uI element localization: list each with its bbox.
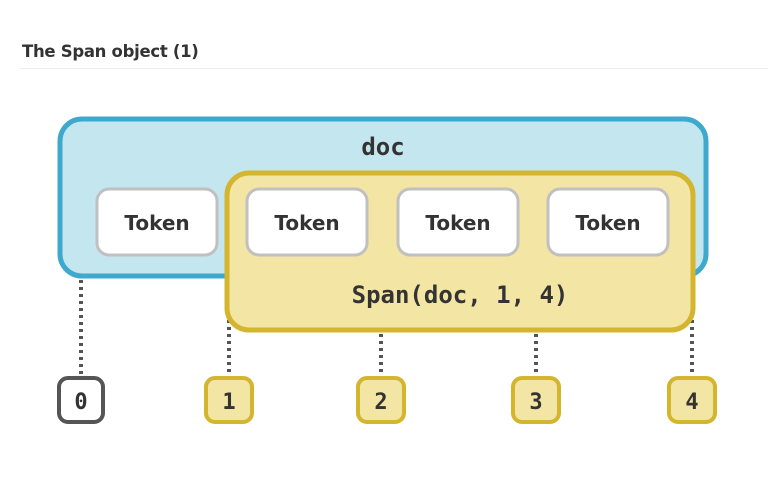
token-1: Token — [245, 187, 369, 257]
title-divider — [20, 68, 768, 69]
index-guides — [79, 280, 694, 376]
span-label: Span(doc, 1, 4) — [352, 281, 569, 309]
token-3: Token — [546, 187, 670, 257]
index-4-label: 4 — [685, 390, 698, 415]
token-3-label: Token — [575, 211, 640, 235]
page-title: The Span object (1) — [22, 42, 199, 61]
index-1-label: 1 — [222, 390, 235, 415]
index-badge-3: 3 — [511, 376, 561, 424]
token-2-label: Token — [425, 211, 490, 235]
index-badge-2: 2 — [356, 376, 406, 424]
index-badge-0: 0 — [57, 376, 105, 424]
index-0-label: 0 — [74, 390, 87, 415]
index-badge-1: 1 — [204, 376, 254, 424]
token-2: Token — [396, 187, 520, 257]
token-0: Token — [95, 187, 219, 257]
token-0-label: Token — [124, 211, 189, 235]
index-3-label: 3 — [529, 390, 542, 415]
index-2-label: 2 — [374, 390, 387, 415]
doc-label: doc — [361, 133, 404, 161]
token-1-label: Token — [274, 211, 339, 235]
index-badge-4: 4 — [667, 376, 717, 424]
